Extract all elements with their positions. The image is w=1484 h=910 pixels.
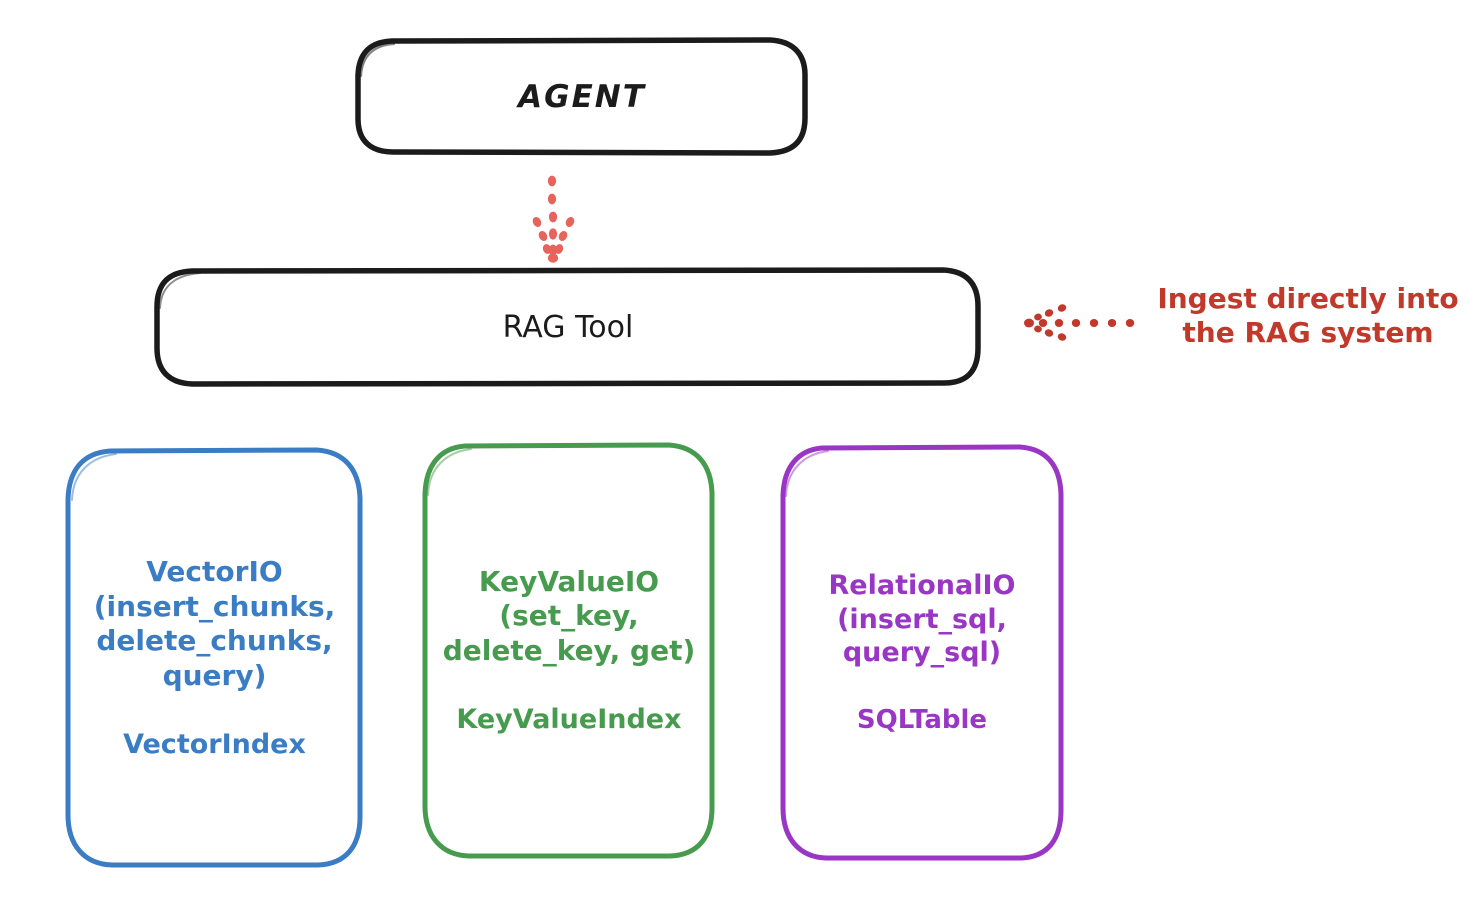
agent-node-shape[interactable]: [355, 37, 808, 156]
relational-io-node-shape[interactable]: [780, 444, 1064, 861]
vector-io-node-shape[interactable]: [65, 447, 363, 868]
agent-to-rag-connector: [532, 175, 575, 263]
rag-tool-node-shape[interactable]: [154, 267, 981, 387]
ingest-note-text: Ingest directly into the RAG system: [1157, 282, 1459, 350]
key-value-io-node-shape[interactable]: [422, 442, 715, 859]
ingest-note-connector: [1024, 304, 1135, 341]
